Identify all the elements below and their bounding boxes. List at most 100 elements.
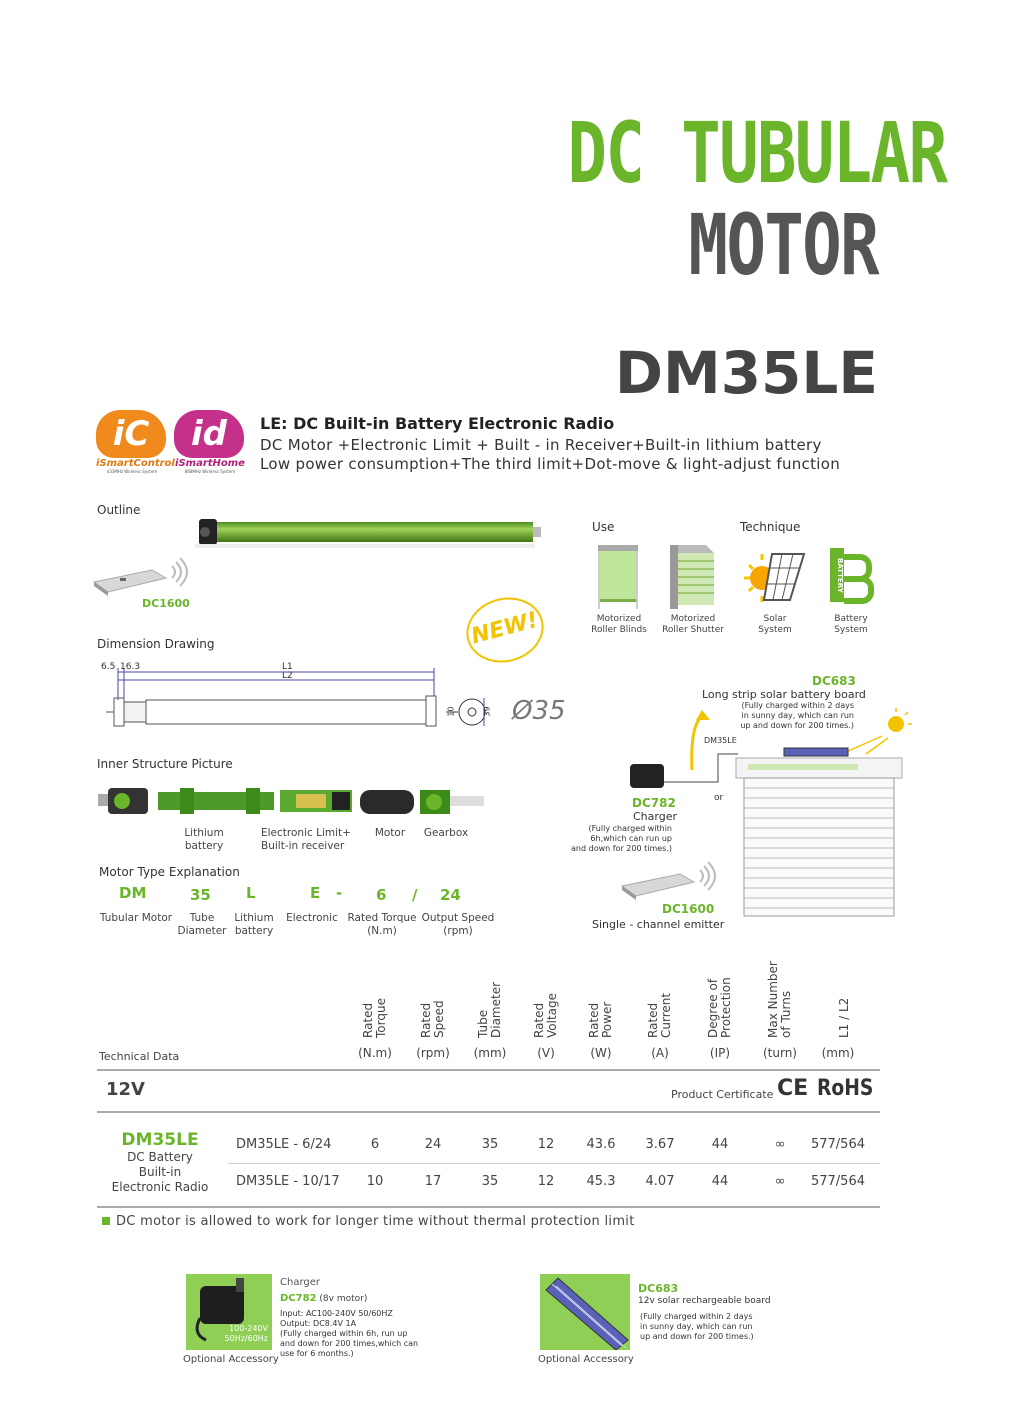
dc683-name: DC683	[812, 674, 856, 688]
column-header-text: L1 / L2	[837, 997, 851, 1038]
code-6: 6	[376, 886, 387, 904]
shutter-system-image	[630, 753, 903, 917]
sun-solar-board-icon	[690, 708, 912, 771]
technical-label: Technical Data	[99, 1050, 180, 1063]
title-line2: MOTOR	[688, 196, 880, 294]
dim-h2: 39	[482, 706, 492, 717]
code-dm: DM	[119, 884, 147, 902]
intro-line1: DC Motor +Electronic Limit + Built - in …	[260, 436, 822, 454]
column-unit-7: (IP)	[709, 1046, 731, 1060]
title-line1: DC TUBULAR	[567, 104, 948, 202]
table-cell: 12	[537, 1174, 555, 1189]
outline-dc1600-label: DC1600	[142, 597, 190, 610]
inner-part-3: Motor	[374, 827, 406, 839]
table-cell: 6	[370, 1137, 380, 1152]
or-label: or	[714, 793, 724, 803]
mt-label-speed: Output Speed(rpm)	[421, 912, 495, 937]
divider-bottom	[97, 1206, 880, 1208]
ic-badge: iC	[96, 410, 166, 458]
note-bullet	[102, 1217, 110, 1225]
certificate-label: Product Certificate	[671, 1088, 774, 1101]
table-cell: 44	[711, 1174, 729, 1189]
dimension-label: Dimension Drawing	[97, 637, 215, 651]
intro-line2: Low power consumption+The third limit+Do…	[260, 455, 841, 473]
remote-emitter-icon	[92, 557, 188, 596]
mt-label-torque: Rated Torque(N.m)	[347, 912, 417, 937]
dim-diameter: Ø35	[512, 696, 566, 726]
ce-mark: CE	[777, 1076, 809, 1101]
dimension-drawing	[106, 668, 486, 727]
table-cell: ∞	[774, 1137, 786, 1152]
ismartcontrol-name: iSmartControl	[96, 458, 175, 469]
roller-blind-icon	[598, 545, 638, 609]
code-slash: /	[412, 886, 418, 904]
table-cell: 17	[424, 1174, 442, 1189]
battery-system-icon: BATTERY	[830, 548, 874, 604]
solar-board-accessory-image	[540, 1274, 630, 1350]
table-cell: 45.3	[586, 1174, 616, 1189]
solar-board-desc: 12v solar rechargeable board	[638, 1296, 771, 1306]
inner-part-2: Electronic Limit+Built-in receiver	[261, 827, 351, 852]
roller-shutter-icon	[670, 545, 714, 609]
code-35: 35	[190, 886, 211, 904]
dim-d1: 6.5	[101, 662, 116, 672]
column-unit-6: (A)	[651, 1046, 669, 1060]
charger-details: Input: AC100-240V 50/60HZ Output: DC8.4V…	[280, 1309, 419, 1358]
dc782-name: DC782	[632, 796, 676, 810]
use-label: Use	[592, 520, 615, 534]
ismarthome-name: iSmartHome	[175, 458, 245, 469]
table-cell: 12	[537, 1137, 555, 1152]
dim-d2: 16.3	[120, 662, 141, 672]
mt-label-tubular: Tubular Motor	[99, 912, 173, 924]
motor-outline-image	[195, 519, 541, 548]
ismartcontrol-tag: 433MHz Wireless System	[106, 469, 158, 474]
column-header-9: L1 / L2	[825, 950, 855, 1038]
inner-part-4: Gearbox	[423, 827, 469, 839]
table-cell: 24	[424, 1137, 442, 1152]
motor-type-label: Motor Type Explanation	[99, 865, 240, 879]
column-unit-1: (N.m)	[358, 1046, 392, 1060]
column-unit-4: (V)	[537, 1046, 555, 1060]
table-cell: 44	[711, 1137, 729, 1152]
dc782-desc: Charger	[633, 810, 677, 823]
code-e: E	[310, 884, 321, 902]
column-unit-9: (mm)	[821, 1046, 855, 1060]
column-unit-3: (mm)	[473, 1046, 507, 1060]
column-unit-5: (W)	[590, 1046, 612, 1060]
code-l: L	[246, 884, 256, 902]
dc1600-name: DC1600	[662, 902, 715, 916]
row-divider	[228, 1163, 880, 1164]
code-24: 24	[440, 886, 461, 904]
ismartcontrol-logo: iC iSmartControl 433MHz Wireless System	[96, 410, 175, 474]
dim-h1: 10	[446, 706, 456, 717]
table-cell: 577/564	[810, 1137, 865, 1152]
table-cell: 4.07	[645, 1174, 675, 1189]
divider-mid	[97, 1111, 880, 1113]
voltage-label: 12V	[106, 1079, 145, 1100]
dc683-desc: Long strip solar battery board	[702, 688, 866, 701]
code-dash: -	[336, 884, 343, 902]
solar-board-name: DC683	[638, 1282, 679, 1295]
table-cell: ∞	[774, 1174, 786, 1189]
motor-tag: DM35LE	[704, 736, 737, 745]
rohs-mark: RoHS	[817, 1076, 874, 1101]
column-unit-8: (turn)	[762, 1046, 797, 1060]
group-label: DM35LE DC Battery Built-in Electronic Ra…	[111, 1130, 209, 1194]
